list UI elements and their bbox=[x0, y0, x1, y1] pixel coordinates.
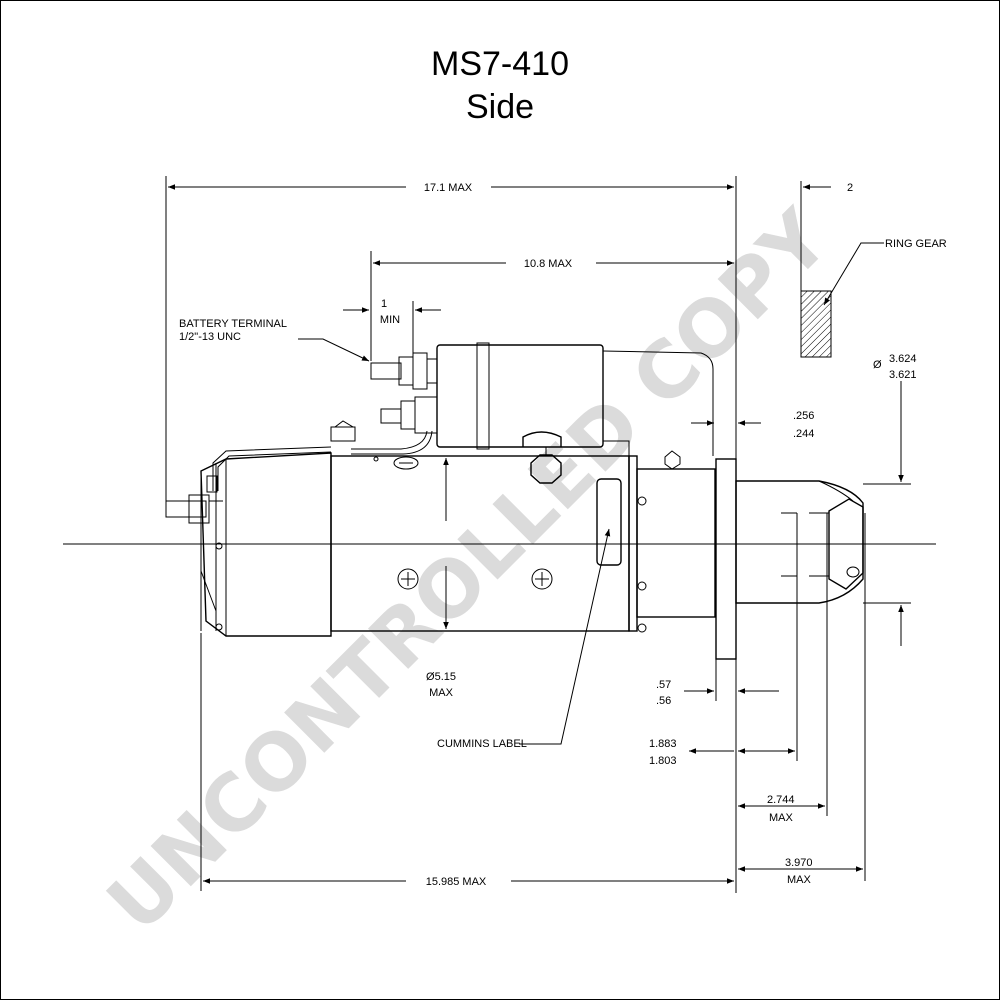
nose-length-dimension: 3.970 bbox=[785, 857, 813, 869]
min-gap-unit: MIN bbox=[380, 314, 400, 326]
body-diameter-dimension: Ø5.15 bbox=[426, 671, 456, 683]
drawing-title: MS7-410 bbox=[431, 45, 569, 83]
flange-thickness-max: .256 bbox=[793, 410, 814, 422]
drive-housing-nut bbox=[664, 450, 681, 470]
battery-terminal-thread-label: 1/2"-13 UNC bbox=[179, 331, 241, 343]
nose-housing bbox=[735, 480, 864, 604]
body-diameter-unit: MAX bbox=[429, 687, 454, 699]
pilot-length-max: .57 bbox=[656, 679, 671, 691]
drawing-subtitle: Side bbox=[466, 88, 534, 126]
solenoid-bolt bbox=[530, 454, 562, 484]
solenoid-length-dimension: 10.8 MAX bbox=[524, 258, 573, 270]
nose-length-unit: MAX bbox=[787, 874, 812, 886]
pilot-diameter-max: 3.624 bbox=[889, 353, 917, 365]
yoke-screw-left bbox=[397, 568, 419, 590]
overall-length-dimension: 17.1 MAX bbox=[424, 182, 473, 194]
drive-housing bbox=[636, 468, 716, 618]
pinion bbox=[828, 498, 864, 590]
solenoid-switch-terminal bbox=[380, 396, 438, 434]
ring-gear-label: RING GEAR bbox=[885, 238, 947, 250]
cummins-label-plate bbox=[596, 478, 622, 566]
flange-thickness-min: .244 bbox=[793, 428, 814, 440]
pilot-length-min: .56 bbox=[656, 695, 671, 707]
solenoid-body bbox=[436, 344, 604, 448]
battery-terminal-stud bbox=[370, 352, 438, 390]
pinion-position-max: 1.883 bbox=[649, 738, 677, 750]
mounting-flange bbox=[715, 458, 737, 660]
pinion-extent-unit: MAX bbox=[769, 812, 794, 824]
solenoid-clamp bbox=[522, 431, 562, 447]
min-gap-value: 1 bbox=[381, 298, 387, 310]
battery-terminal-label: BATTERY TERMINAL bbox=[179, 318, 287, 330]
cummins-label-callout: CUMMINS LABEL bbox=[437, 738, 527, 750]
pinion-position-min: 1.803 bbox=[649, 755, 677, 767]
pilot-diameter-symbol: Ø bbox=[873, 359, 882, 371]
starter-motor-outline bbox=[165, 342, 864, 660]
yoke-screw-right bbox=[531, 568, 553, 590]
pinion-extent-dimension: 2.744 bbox=[767, 794, 795, 806]
body-length-dimension: 15.985 MAX bbox=[426, 876, 487, 888]
ring-gear-offset-dimension: 2 bbox=[847, 182, 853, 194]
pilot-diameter-min: 3.621 bbox=[889, 369, 917, 381]
